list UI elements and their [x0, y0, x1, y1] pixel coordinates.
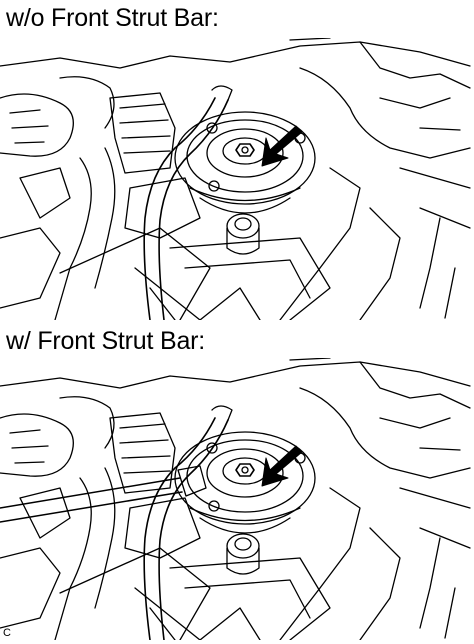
strut-tower-boss — [226, 533, 260, 575]
engine-components-left — [0, 76, 211, 320]
engine-components-left — [0, 396, 211, 640]
fender-apron — [0, 358, 471, 640]
front-strut-bar — [0, 465, 207, 523]
frame-rail — [169, 557, 331, 640]
nut-icon — [235, 463, 255, 477]
caption-with-strut-bar: w/ Front Strut Bar: — [6, 327, 206, 355]
engine-bay-illustration-without-strut-bar — [0, 38, 474, 320]
nut-icon — [235, 143, 255, 157]
strut-mount — [174, 431, 316, 534]
strut-tower-boss — [226, 213, 260, 255]
engine-bay-illustration-with-strut-bar — [0, 358, 474, 640]
caption-without-strut-bar: w/o Front Strut Bar: — [6, 4, 219, 32]
illustration-code: C — [3, 627, 11, 639]
hose — [143, 405, 233, 640]
fender-apron — [0, 38, 471, 320]
frame-rail — [169, 237, 331, 320]
arrow-icon — [261, 445, 303, 487]
arrow-icon — [261, 125, 303, 167]
hose — [143, 85, 233, 320]
